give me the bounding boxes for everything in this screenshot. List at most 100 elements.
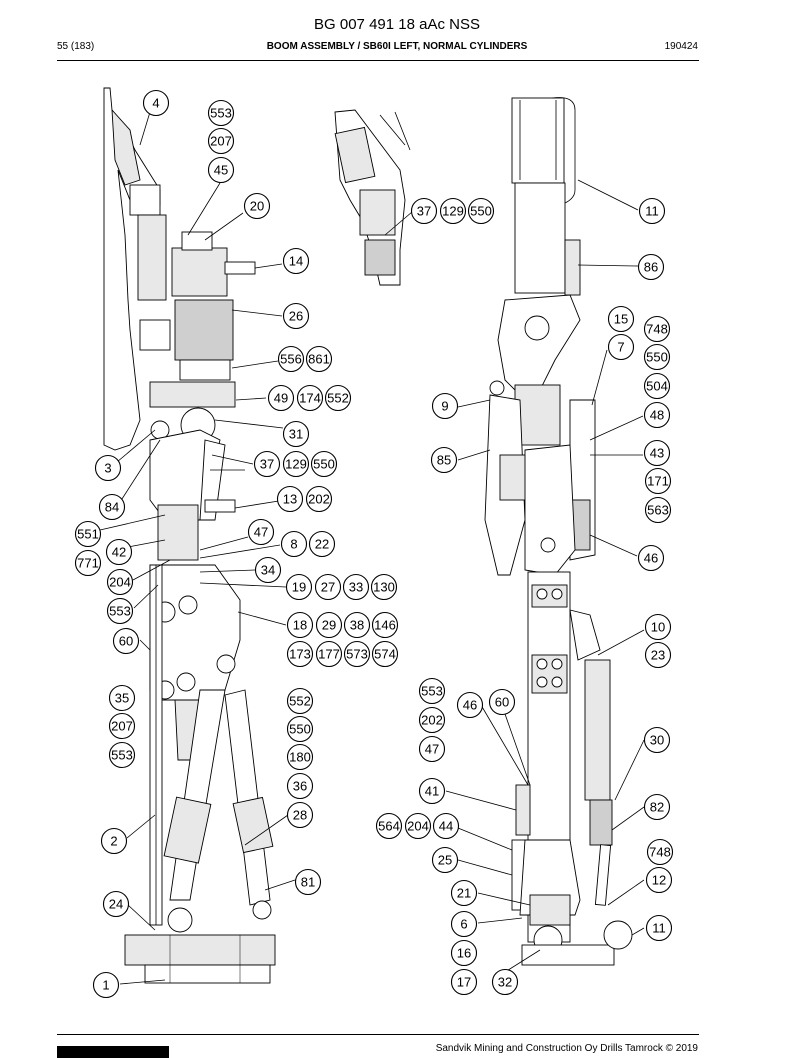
callout-34: 34 (254, 556, 282, 584)
callout-180: 180 (286, 743, 314, 771)
svg-text:504: 504 (646, 379, 668, 394)
callout-129: 129 (282, 450, 310, 478)
callout-46: 46 (637, 544, 665, 572)
callout-8: 8 (280, 530, 308, 558)
svg-text:60: 60 (495, 695, 509, 710)
callout-550: 550 (310, 450, 338, 478)
callout-44: 44 (432, 812, 460, 840)
svg-text:550: 550 (289, 722, 311, 737)
svg-text:174: 174 (299, 391, 321, 406)
callout-748: 748 (646, 838, 674, 866)
callout-84: 84 (98, 493, 126, 521)
inset-detail-view (334, 109, 411, 286)
svg-text:552: 552 (289, 694, 311, 709)
svg-text:207: 207 (111, 719, 133, 734)
svg-text:86: 86 (644, 260, 658, 275)
svg-text:563: 563 (647, 503, 669, 518)
svg-text:49: 49 (274, 391, 288, 406)
svg-text:202: 202 (421, 713, 443, 728)
callout-19: 19 (285, 573, 313, 601)
callout-748: 748 (643, 315, 671, 343)
callout-177: 177 (315, 640, 343, 668)
svg-text:173: 173 (289, 647, 311, 662)
callout-24: 24 (102, 890, 130, 918)
svg-text:21: 21 (457, 886, 471, 901)
callout-11: 11 (638, 197, 666, 225)
svg-text:11: 11 (652, 921, 666, 936)
callout-207: 207 (108, 712, 136, 740)
svg-text:129: 129 (442, 204, 464, 219)
callout-36: 36 (286, 772, 314, 800)
svg-text:33: 33 (349, 580, 363, 595)
svg-text:1: 1 (102, 978, 109, 993)
callout-16: 16 (450, 939, 478, 967)
svg-text:38: 38 (350, 618, 364, 633)
svg-text:202: 202 (308, 492, 330, 507)
svg-text:85: 85 (437, 453, 451, 468)
svg-text:20: 20 (250, 199, 264, 214)
callout-82: 82 (643, 793, 671, 821)
callout-48: 48 (643, 401, 671, 429)
callout-553: 553 (106, 597, 134, 625)
callout-49: 49 (267, 384, 295, 412)
svg-text:10: 10 (651, 620, 665, 635)
svg-text:41: 41 (425, 784, 439, 799)
svg-text:6: 6 (460, 917, 467, 932)
callout-60: 60 (112, 627, 140, 655)
left-boom-view (103, 87, 276, 984)
callout-81: 81 (294, 868, 322, 896)
svg-text:34: 34 (261, 563, 275, 578)
document-code: BG 007 491 18 aAc NSS (314, 16, 480, 33)
svg-text:748: 748 (649, 845, 671, 860)
callout-43: 43 (643, 439, 671, 467)
callout-504: 504 (643, 372, 671, 400)
svg-text:81: 81 (301, 875, 315, 890)
callout-37: 37 (410, 197, 438, 225)
page-title: BOOM ASSEMBLY / SB60I LEFT, NORMAL CYLIN… (266, 41, 528, 52)
callout-26: 26 (282, 302, 310, 330)
callout-38: 38 (343, 611, 371, 639)
callout-23: 23 (644, 641, 672, 669)
svg-text:45: 45 (214, 163, 228, 178)
callout-28: 28 (286, 801, 314, 829)
svg-text:24: 24 (109, 897, 123, 912)
callout-556: 556 (277, 345, 305, 373)
svg-text:574: 574 (374, 647, 396, 662)
callout-207: 207 (207, 127, 235, 155)
leader-lines (99, 111, 645, 985)
header-rule (57, 60, 699, 61)
svg-text:11: 11 (645, 204, 659, 219)
callout-35: 35 (108, 684, 136, 712)
callout-15: 15 (607, 305, 635, 333)
svg-text:46: 46 (644, 551, 658, 566)
svg-text:42: 42 (112, 545, 126, 560)
svg-text:37: 37 (417, 204, 431, 219)
callout-12: 12 (645, 866, 673, 894)
svg-text:46: 46 (463, 698, 477, 713)
callout-86: 86 (637, 253, 665, 281)
callout-1: 1 (92, 971, 120, 999)
svg-text:564: 564 (378, 819, 400, 834)
svg-text:43: 43 (650, 446, 664, 461)
callout-173: 173 (286, 640, 314, 668)
svg-text:207: 207 (210, 134, 232, 149)
callout-130: 130 (370, 573, 398, 601)
svg-text:22: 22 (315, 537, 329, 552)
svg-text:129: 129 (285, 457, 307, 472)
callout-13: 13 (276, 485, 304, 513)
svg-text:30: 30 (650, 733, 664, 748)
svg-text:7: 7 (617, 340, 624, 355)
callout-553: 553 (207, 99, 235, 127)
callout-204: 204 (404, 812, 432, 840)
callout-2: 2 (100, 827, 128, 855)
callout-41: 41 (418, 777, 446, 805)
page-number: 55 (183) (57, 41, 95, 52)
document-date: 190424 (664, 41, 698, 52)
svg-text:553: 553 (210, 106, 232, 121)
svg-text:553: 553 (111, 748, 133, 763)
callout-33: 33 (342, 573, 370, 601)
svg-text:550: 550 (646, 350, 668, 365)
callout-21: 21 (450, 879, 478, 907)
callout-42: 42 (105, 538, 133, 566)
svg-text:60: 60 (119, 634, 133, 649)
